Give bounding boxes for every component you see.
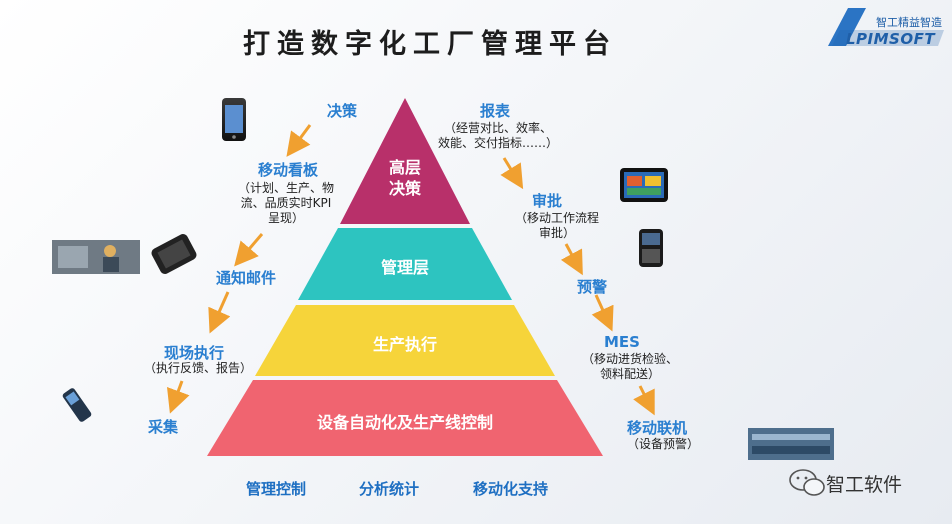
page-title: 打造数字化工厂管理平台 (243, 29, 617, 60)
arrow-report-to-approval (500, 157, 524, 190)
pyramid-base-label: 设备自动化及生产线控制 (316, 413, 493, 432)
arrow-onsite-to-collect (166, 380, 190, 414)
blackberry-phone-icon (639, 229, 663, 267)
logo-english-text: LPIMSOFT (846, 30, 936, 48)
logo-chinese-text: 智工精益智造 (876, 16, 942, 29)
desc-mobile-board-line3: 呈现） (267, 211, 304, 225)
factory-line-photo (748, 428, 834, 460)
desc-report-line1: （经营对比、效率、 (443, 121, 552, 135)
label-notify-mail: 通知邮件 (216, 269, 277, 287)
desc-mobile-board-line1: （计划、生产、物 (237, 181, 334, 195)
desc-mes-line1: （移动进货检验、 (581, 352, 678, 366)
arrow-alert-to-mes (591, 294, 614, 332)
desc-mobile-board-line2: 流、品质实时KPI (240, 196, 332, 210)
desc-report-line2: 效能、交付指标……） (437, 136, 558, 150)
pyramid-execution-label: 生产执行 (372, 335, 437, 354)
desc-approval-line1: （移动工作流程 (514, 211, 599, 225)
arrow-decision-to-board (286, 124, 312, 157)
desc-mobile-online: （设备预警） (626, 437, 699, 451)
bottom-label-mobile-support: 移动化支持 (473, 480, 549, 498)
label-alert: 预警 (577, 278, 608, 296)
arrow-mes-to-online (633, 385, 655, 416)
watermark-text: 智工软件 (826, 474, 903, 496)
label-decision: 决策 (327, 102, 358, 120)
arrow-mail-to-onsite (208, 291, 231, 334)
label-mobile-online: 移动联机 (627, 419, 688, 437)
label-report: 报表 (480, 102, 511, 120)
smartphone-icon (222, 98, 246, 141)
label-mobile-board: 移动看板 (258, 161, 319, 179)
factory-worker-photo (52, 240, 140, 274)
label-collect: 采集 (148, 418, 179, 436)
desc-mes: （移动进货检验、 领料配送） (572, 352, 688, 382)
wechat-icon (789, 469, 825, 496)
arrow-board-to-mail (234, 233, 264, 267)
tablet-dashboard-icon (620, 168, 668, 202)
pyramid-top-layer (340, 98, 470, 224)
arrow-approval-to-alert (560, 243, 583, 276)
desc-mes-line2: 领料配送） (599, 367, 660, 381)
desc-mobile-board: （计划、生产、物 流、品质实时KPI 呈现） (226, 181, 346, 226)
logo-mark (828, 8, 944, 46)
bottom-label-management-control: 管理控制 (246, 480, 307, 498)
tablet-device-icon (151, 234, 197, 274)
pyramid-management-label: 管理层 (380, 258, 429, 277)
desc-report: （经营对比、效率、 效能、交付指标……） (428, 121, 568, 151)
pyramid-top-label-line2: 决策 (388, 179, 421, 198)
pyramid-top-label-line1: 高层 (388, 158, 421, 177)
label-onsite-execution: 现场执行 (164, 344, 225, 362)
desc-approval: （移动工作流程 审批） (502, 211, 612, 241)
label-mes: MES (604, 333, 640, 351)
handheld-scanner-icon (62, 388, 92, 422)
bottom-label-analysis: 分析统计 (359, 480, 420, 498)
pyramid-base-layer (207, 380, 603, 456)
desc-onsite-execution: （执行反馈、报告） (143, 361, 252, 375)
desc-approval-line2: 审批） (538, 226, 575, 240)
label-approval: 审批 (532, 192, 563, 210)
pyramid-management-layer (298, 228, 512, 300)
pyramid-top-label: 高层 决策 (365, 157, 445, 199)
pyramid-execution-layer (255, 305, 555, 376)
